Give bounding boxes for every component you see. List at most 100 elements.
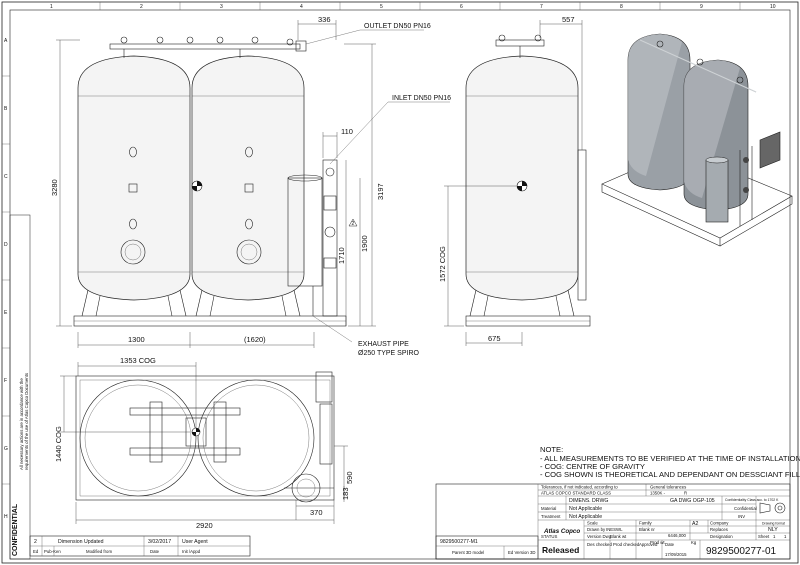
title-blank-nr-label: Blank nr xyxy=(639,527,655,532)
title-released: Released xyxy=(542,545,579,555)
grid-col-10: 10 xyxy=(770,4,776,10)
grid-row-H: H xyxy=(4,514,8,520)
grid-col-6: 6 xyxy=(460,4,463,10)
title-tolerances: Tolerances, if not indicated, according … xyxy=(541,485,618,490)
dim-top-2920: 2920 xyxy=(196,521,213,530)
grid-col-4: 4 xyxy=(300,4,303,10)
front-view xyxy=(73,36,347,327)
title-kg-unit: Kg xyxy=(691,540,697,545)
title-drawn-by-value: INESWL xyxy=(606,527,623,532)
projection-symbol-icon xyxy=(759,502,786,514)
title-status-label: STATUS xyxy=(541,534,557,539)
title-treatment-value: Not Applicable xyxy=(569,514,602,520)
revision-col-modified: Modified from xyxy=(86,549,112,554)
title-des-checked: Des checked xyxy=(587,542,612,547)
title-dimens: DIMENS. DRWG xyxy=(569,498,608,504)
title-drawing-format: Drawing format xyxy=(762,522,785,526)
notes-block: NOTE: - ALL MEASUREMENTS TO BE VERIFIED … xyxy=(540,445,800,479)
title-conf-class: Confidentiality Class acc. to 1702 K xyxy=(725,498,779,502)
revision-marker-text: 2 xyxy=(352,221,355,227)
front-tank-left xyxy=(77,55,191,301)
title-sheet-value: 1 xyxy=(773,534,776,539)
dim-front-1710: 1710 xyxy=(337,247,346,264)
title-ed-version: Ed Version 3D xyxy=(508,550,535,555)
notes-line-2: - COG: CENTRE OF GRAVITY xyxy=(540,462,645,471)
title-general-tolerances: General tolerances xyxy=(650,485,686,490)
grid-col-8: 8 xyxy=(620,4,623,10)
title-date-value: 17/09/2015 xyxy=(665,552,687,557)
title-prod-wt: Prod wt xyxy=(650,540,665,545)
grid-col-5: 5 xyxy=(380,4,383,10)
dim-top-590: 590 xyxy=(345,471,354,484)
top-view-dimensions: 1353 COG 1440 COG 590 183 370 2920 xyxy=(54,356,354,530)
dim-front-1900: 1900 xyxy=(360,235,369,252)
grid-row-labels: A B C D E F G H xyxy=(4,38,8,520)
revision-number: 2 xyxy=(34,539,37,545)
grid-row-F: F xyxy=(4,378,7,384)
grid-row-D: D xyxy=(4,242,8,248)
grid-column-labels: 1 2 3 4 5 6 7 8 9 10 xyxy=(50,4,776,10)
front-tank-right xyxy=(191,55,305,301)
dim-front-3280: 3280 xyxy=(50,179,59,196)
revision-col-date: Date xyxy=(150,549,160,554)
title-standard: ATLAS COPCO STANDARD CLASS xyxy=(541,491,611,496)
title-brand: Atlas Copco xyxy=(543,528,580,535)
isometric-view xyxy=(601,33,793,247)
grid-col-3: 3 xyxy=(220,4,223,10)
dim-top-183: 183 xyxy=(341,487,350,500)
title-prod-checked: Prod checked xyxy=(613,542,640,547)
cog-marker-top xyxy=(191,427,201,437)
title-blank-wt: Blank wt xyxy=(610,534,627,539)
dim-front-1300: 1300 xyxy=(128,335,145,344)
title-drawn-by-label: Drawn by xyxy=(587,527,606,532)
revision-block: 2 Dimension Updated 3/02/2017 User Agent… xyxy=(29,535,251,557)
title-standard-r: R xyxy=(684,491,687,496)
grid-col-2: 2 xyxy=(140,4,143,10)
notes-line-1: - ALL MEASUREMENTS TO BE VERIFIED AT THE… xyxy=(540,454,800,463)
title-version-dwg: Version Dwg xyxy=(587,534,612,539)
dim-side-cog: 1572 COG xyxy=(438,246,447,282)
title-parent-model: Parent 3D model xyxy=(452,550,484,555)
revision-agent: User Agent xyxy=(182,539,208,545)
title-material-label: Material xyxy=(541,506,556,511)
title-main: GA DWG OGP-105 xyxy=(670,498,715,504)
label-exhaust-1: EXHAUST PIPE xyxy=(358,341,409,348)
revision-col-pub: Pub-Ken xyxy=(44,549,61,554)
title-sheet-label: Sheet xyxy=(758,534,770,539)
label-outlet: OUTLET DN50 PN16 xyxy=(364,23,431,30)
title-replaces-label: Replaces xyxy=(710,527,728,532)
title-block: 9829500277-M1 Parent 3D model Ed Version… xyxy=(435,483,791,560)
dim-side-675: 675 xyxy=(488,334,501,343)
grid-row-B: B xyxy=(4,106,8,112)
title-standard-value: 1350K - xyxy=(650,491,666,496)
grid-col-7: 7 xyxy=(540,4,543,10)
dim-top-370: 370 xyxy=(310,508,323,517)
title-approved: Approved xyxy=(639,542,658,547)
grid-col-1: 1 xyxy=(50,4,53,10)
title-nly: NLY xyxy=(768,527,778,533)
dim-front-336: 336 xyxy=(318,15,331,24)
dim-front-3197: 3197 xyxy=(376,183,385,200)
top-tank-left xyxy=(79,379,197,497)
notes-title: NOTE: xyxy=(540,445,563,454)
title-scale-label: Scale xyxy=(587,521,598,526)
dim-side-557: 557 xyxy=(562,15,575,24)
revision-description: Dimension Updated xyxy=(58,539,104,545)
title-treatment-label: Treatment xyxy=(541,514,561,519)
dim-top-1353: 1353 COG xyxy=(120,356,156,365)
revision-col-ed: Ed xyxy=(33,549,39,554)
notes-line-3: - COG SHOWN IS THEORETICAL AND DEPENDANT… xyxy=(540,470,800,479)
title-part-number: 9829500277-01 xyxy=(706,546,777,557)
label-exhaust-2: Ø250 TYPE SPIRO xyxy=(358,350,420,357)
grid-row-C: C xyxy=(4,174,8,180)
top-tank-right xyxy=(197,379,315,497)
dim-top-1440: 1440 COG xyxy=(54,426,63,462)
revision-triangle: 2 xyxy=(348,218,358,227)
top-view xyxy=(75,371,335,503)
title-date-label: Date xyxy=(665,542,675,547)
cog-marker-side xyxy=(516,180,528,192)
grid-row-E: E xyxy=(4,310,8,316)
grid-row-A: A xyxy=(4,38,8,44)
title-ref-number: 9829500277-M1 xyxy=(440,539,478,545)
